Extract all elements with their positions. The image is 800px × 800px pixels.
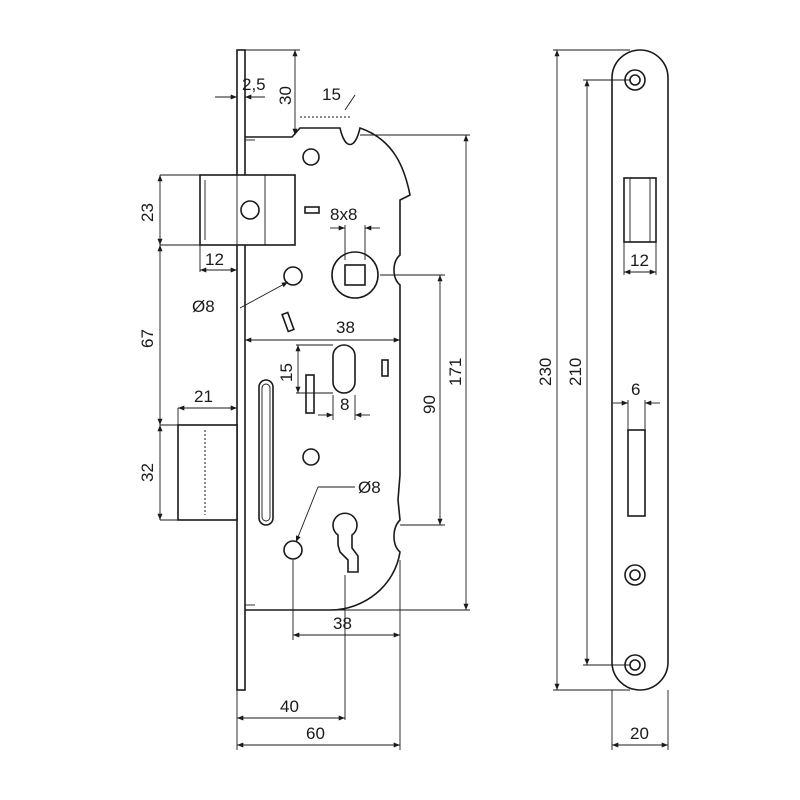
dim-latch-to-bolt: 67 <box>138 329 157 348</box>
dim-backset: 40 <box>280 697 299 716</box>
dim-hole-dia-top: Ø8 <box>192 297 215 316</box>
dim-latch-projection: 12 <box>205 250 224 269</box>
dim-faceplate-thickness: 2,5 <box>242 75 266 94</box>
dimension-lines <box>157 49 470 750</box>
deadbolt-opening <box>627 429 646 517</box>
dimension-lines-front <box>553 49 669 750</box>
dim-key-backset: 38 <box>333 614 352 633</box>
dim-hole-dia-bottom: Ø8 <box>358 478 381 497</box>
keyhole <box>332 512 359 573</box>
dim-angle: 15 <box>322 85 341 104</box>
deadbolt-slot <box>258 379 274 526</box>
dim-slot-width: 8 <box>340 395 349 414</box>
spindle-square <box>344 264 366 286</box>
latch-opening <box>623 177 657 243</box>
faceplate-side <box>236 49 246 691</box>
dim-bolt-projection: 21 <box>194 387 213 406</box>
screw-hole-middle <box>624 564 646 586</box>
faceplate-front <box>611 49 669 691</box>
deadbolt <box>177 424 238 521</box>
dim-latch-height: 23 <box>138 203 157 222</box>
latch-bolt <box>199 174 296 246</box>
dim-bolt-width: 6 <box>631 380 640 399</box>
dim-spindle-backset: 38 <box>336 318 355 337</box>
dim-spindle: 8x8 <box>330 205 357 224</box>
dim-latch-width: 12 <box>630 251 649 270</box>
lock-body <box>245 126 411 611</box>
dim-slot-height: 15 <box>277 363 296 382</box>
side-view: 2,5 30 15 8x8 23 12 Ø8 67 38 15 8 21 90 … <box>138 49 470 750</box>
dim-plate-width: 20 <box>630 724 649 743</box>
dim-center-distance: 90 <box>420 395 439 414</box>
front-view: 230 210 12 6 20 <box>536 49 669 750</box>
dim-top-offset: 30 <box>276 86 295 105</box>
spindle-hub <box>331 251 379 299</box>
dim-body-height: 171 <box>446 358 465 386</box>
dim-bolt-height: 32 <box>138 463 157 482</box>
screw-icon <box>302 448 320 466</box>
screw-icon <box>240 200 260 220</box>
dim-screw-spacing: 210 <box>566 358 585 386</box>
dim-body-depth: 60 <box>306 724 325 743</box>
dim-plate-length: 230 <box>536 358 555 386</box>
screw-icon <box>302 148 320 166</box>
